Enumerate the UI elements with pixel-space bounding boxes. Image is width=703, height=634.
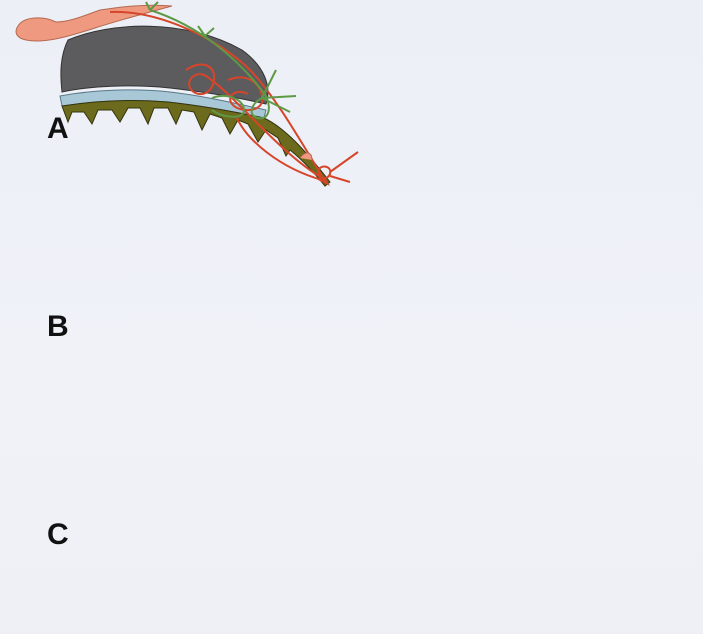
panel-label-b: B — [47, 312, 69, 342]
panel-label-a: A — [47, 114, 69, 144]
panel-label-c: C — [47, 520, 69, 550]
bone-a — [62, 101, 330, 186]
panel-a — [16, 2, 358, 186]
